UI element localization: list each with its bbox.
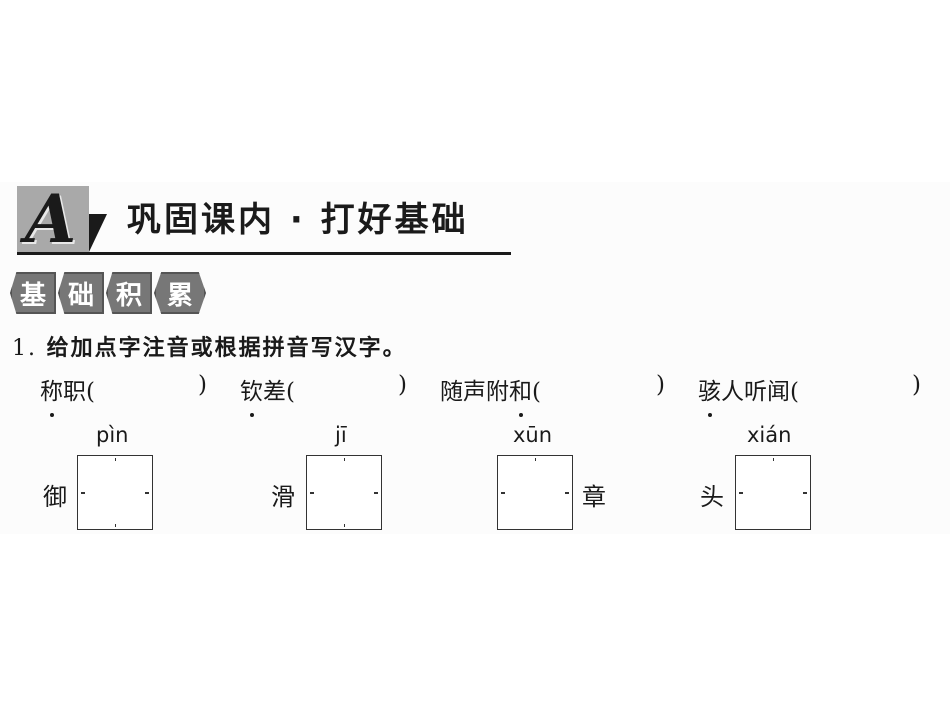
- tag-4: 累: [154, 272, 206, 314]
- paren-close: ): [198, 372, 207, 398]
- section-badge-letter: A: [25, 180, 77, 258]
- question-number: 1.: [12, 336, 37, 361]
- tag-3: 积: [106, 272, 152, 314]
- write-box-1[interactable]: [77, 455, 153, 530]
- section-badge: A: [17, 180, 89, 258]
- hanzi-before-4: 头: [700, 483, 724, 511]
- answer-blank-3[interactable]: ): [656, 372, 665, 398]
- pinyin-3: xūn: [513, 423, 553, 447]
- answer-blank-4[interactable]: ): [912, 372, 921, 398]
- write-box-3[interactable]: [497, 455, 573, 530]
- header-rule: [17, 252, 511, 255]
- dotted-char: 钦: [240, 379, 263, 405]
- subsection-tags: 基 础 积 累: [10, 272, 208, 314]
- question-title: 1. 给加点字注音或根据拼音写汉字。: [12, 330, 407, 362]
- hanzi-before-1: 御: [43, 483, 67, 511]
- dotted-char: 骇: [698, 379, 721, 405]
- section-title: 巩固课内 · 打好基础: [127, 200, 469, 240]
- hanzi-before-2: 滑: [271, 483, 295, 511]
- dotted-char: 和: [509, 379, 532, 405]
- write-box-4[interactable]: [735, 455, 811, 530]
- word-item-1: 称职(: [40, 372, 95, 406]
- paren-open: (: [286, 379, 295, 405]
- tag-1: 基: [10, 272, 56, 314]
- dotted-char: 称: [40, 379, 63, 405]
- tag-2: 础: [58, 272, 104, 314]
- paren-close: ): [656, 372, 665, 398]
- word-rest: 差: [263, 379, 286, 405]
- word-item-4: 骇人听闻(: [698, 372, 799, 406]
- word-rest: 人听闻: [721, 379, 790, 405]
- pinyin-2: jī: [335, 423, 347, 447]
- paren-close: ): [398, 372, 407, 398]
- paren-close: ): [912, 372, 921, 398]
- question-prompt: 给加点字注音或根据拼音写汉字。: [46, 336, 407, 361]
- answer-blank-1[interactable]: ): [198, 372, 207, 398]
- paren-open: (: [86, 379, 95, 405]
- word-item-3: 随声附和(: [440, 372, 541, 406]
- word-rest: 随声附: [440, 379, 509, 405]
- write-box-2[interactable]: [306, 455, 382, 530]
- hanzi-after-3: 章: [582, 483, 606, 511]
- pinyin-1: pìn: [96, 423, 129, 447]
- paren-open: (: [790, 379, 799, 405]
- word-rest: 职: [63, 379, 86, 405]
- pinyin-4: xián: [747, 423, 792, 447]
- word-item-2: 钦差(: [240, 372, 295, 406]
- answer-blank-2[interactable]: ): [398, 372, 407, 398]
- paren-open: (: [532, 379, 541, 405]
